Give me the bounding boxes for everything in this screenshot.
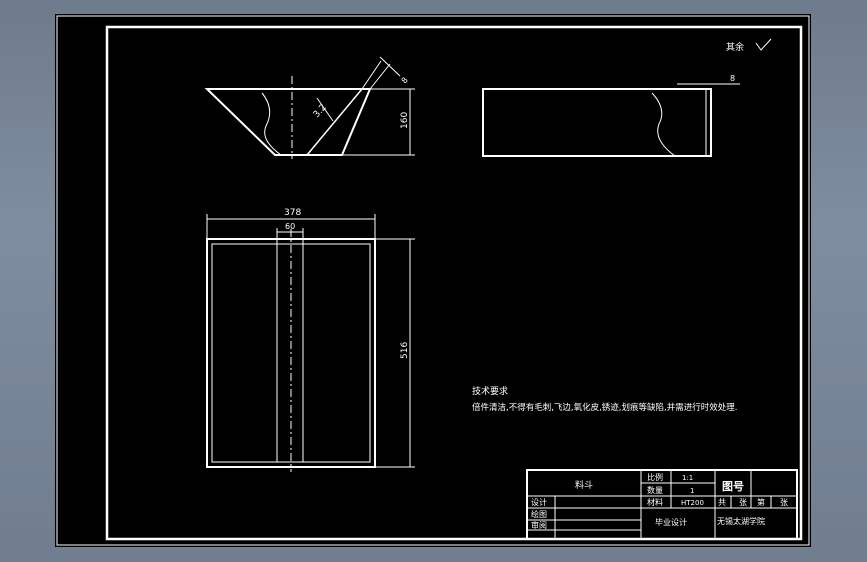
dim-ext-line xyxy=(369,63,391,90)
top-outer-rect xyxy=(206,238,376,468)
dim-thickness-8: 8 xyxy=(400,76,410,86)
title-block: 料斗 比例 1:1 数量 1 材料 HT200 图号 共 张 第 张 设计 绘图… xyxy=(526,469,798,540)
tb-project: 毕业设计 xyxy=(655,517,687,527)
side-view: 8 xyxy=(482,74,740,157)
tech-req-heading: 技术要求 xyxy=(472,385,508,397)
tb-part-name: 料斗 xyxy=(575,479,593,491)
top-view: 378 60 516 xyxy=(206,208,415,472)
technical-requirements: 技术要求 倍件清洁,不得有毛刺,飞边,氧化皮,锈迹,划痕等缺陷,并需进行时效处理… xyxy=(472,385,737,413)
roughness-label: 其余 xyxy=(726,41,744,53)
cad-drawing: 其余 8 3.2 160 8 xyxy=(56,15,810,546)
hopper-side-outline xyxy=(482,88,712,157)
sheet-inner-border xyxy=(105,25,803,541)
dim-chamfer-3-2: 3.2 xyxy=(312,103,329,120)
cad-drawing-canvas: 其余 8 3.2 160 8 xyxy=(55,14,811,547)
tb-quantity-value: 1 xyxy=(690,487,694,495)
sheet-outer-border xyxy=(56,15,810,546)
front-view: 8 3.2 160 xyxy=(204,56,415,159)
leader-line xyxy=(316,97,334,122)
tb-drawing-label: 绘图 xyxy=(531,509,547,519)
tb-quantity-label: 数量 xyxy=(647,485,663,495)
dim-line xyxy=(379,56,401,77)
tb-sheet-label: 张 xyxy=(739,498,747,507)
dim-height-160: 160 xyxy=(400,112,410,129)
tb-sheet-no-label: 第 xyxy=(757,497,765,507)
dim-gap-60: 60 xyxy=(285,222,295,231)
dim-ext-line xyxy=(361,60,382,90)
dim-thickness-8-side: 8 xyxy=(730,74,735,83)
top-inner-rect xyxy=(211,243,371,463)
roughness-check-icon xyxy=(755,38,772,51)
tb-school: 无锡太湖学院 xyxy=(717,516,765,526)
tb-review-label: 审阅 xyxy=(531,520,547,530)
surface-roughness-note: 其余 xyxy=(726,38,772,53)
tech-req-text: 倍件清洁,不得有毛刺,飞边,氧化皮,锈迹,划痕等缺陷,并需进行时效处理. xyxy=(472,402,737,413)
break-line xyxy=(261,92,282,156)
tb-material-label: 材料 xyxy=(647,497,663,507)
tb-scale-label: 比例 xyxy=(647,472,663,482)
tb-total-label: 共 xyxy=(718,498,726,507)
dim-length-516: 516 xyxy=(400,342,410,359)
tb-drawing-no-label: 图号 xyxy=(722,480,744,493)
tb-scale-value: 1:1 xyxy=(682,474,693,482)
title-block-frame xyxy=(526,469,798,540)
side-break-line xyxy=(651,92,676,157)
tb-material-value: HT200 xyxy=(681,499,704,507)
tb-sheet-no-unit: 张 xyxy=(780,498,788,507)
inner-wall-line xyxy=(306,88,363,156)
hopper-front-outline xyxy=(204,88,372,156)
tb-design-label: 设计 xyxy=(531,497,547,507)
dim-width-378: 378 xyxy=(284,208,301,218)
